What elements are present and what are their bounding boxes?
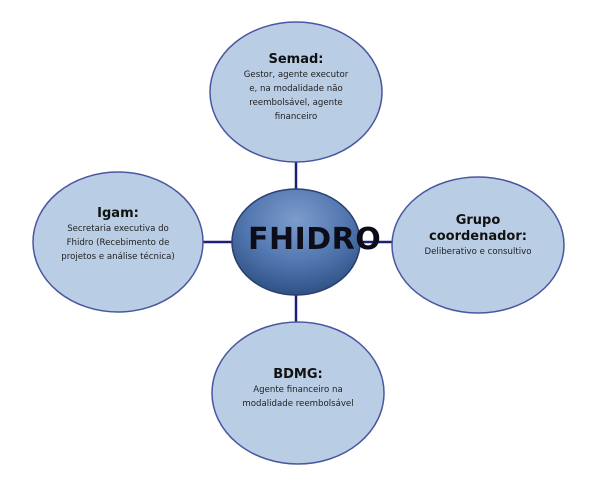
node-title: Semad: <box>268 52 324 67</box>
node-description-line: projetos e análise técnica) <box>61 252 175 262</box>
node-description-line: Fhidro (Recebimento de <box>66 238 170 248</box>
node-description-line: financeiro <box>274 112 318 122</box>
node-semad: Semad: Gestor, agente executor e, na mod… <box>216 52 376 124</box>
node-description-line: reembolsável, agente <box>249 98 343 108</box>
node-bdmg-shape <box>211 321 385 465</box>
node-description-line: e, na modalidade não <box>249 84 343 94</box>
node-description-line: Secretaria executiva do <box>67 224 169 234</box>
node-title: Grupo <box>455 213 501 228</box>
node-description-line: modalidade reembolsável <box>242 399 354 409</box>
node-igam: Igam: Secretaria executiva do Fhidro (Re… <box>38 206 198 264</box>
node-grupo: Grupo coordenador: Deliberativo e consul… <box>398 213 558 259</box>
node-igam-shape <box>32 171 204 313</box>
node-bdmg: BDMG: Agente financeiro na modalidade re… <box>218 367 378 411</box>
node-title: BDMG: <box>273 367 323 382</box>
node-title: Igam: <box>97 206 139 221</box>
center-node-label: FHIDRO <box>248 222 382 257</box>
node-title: coordenador: <box>429 229 527 244</box>
node-grupo-shape <box>391 176 565 314</box>
center-node-shape <box>231 188 361 296</box>
node-description-line: Deliberativo e consultivo <box>424 247 532 257</box>
node-semad-shape <box>209 21 383 163</box>
node-description-line: Gestor, agente executor <box>243 70 349 80</box>
node-description-line: Agente financeiro na <box>253 385 343 395</box>
